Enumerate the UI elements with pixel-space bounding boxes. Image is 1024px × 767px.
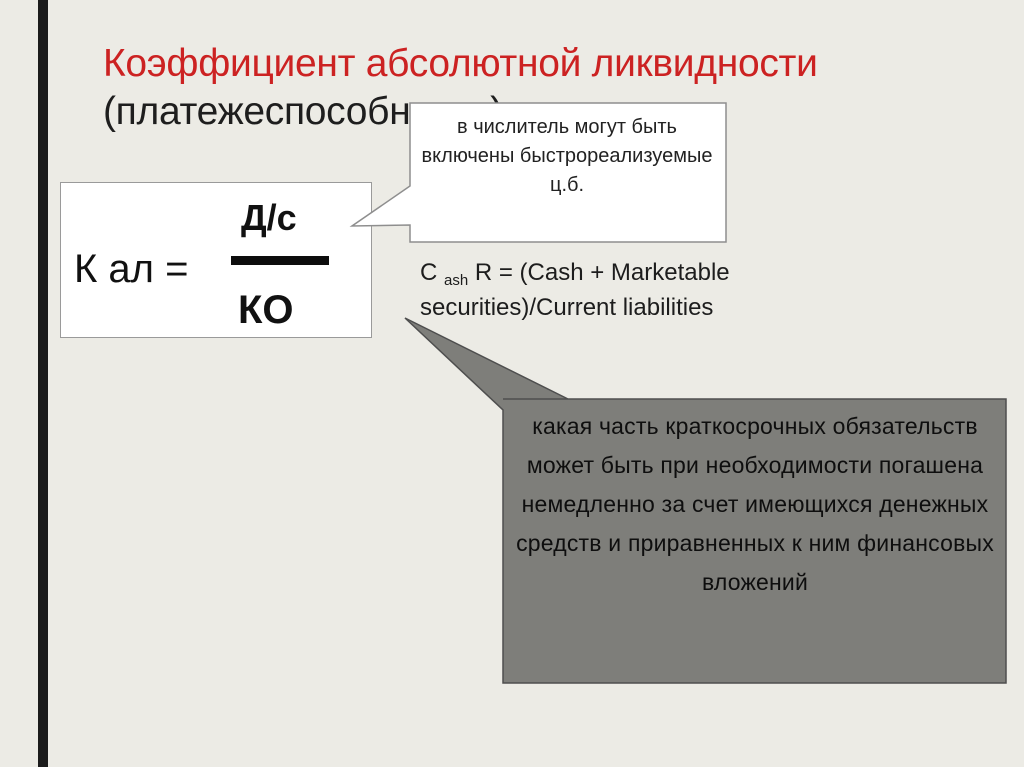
fraction-bar bbox=[231, 256, 329, 265]
english-formula-prefix: C bbox=[420, 259, 438, 286]
formula-numerator: Д/с bbox=[241, 197, 297, 238]
formula-lhs: К ал = bbox=[74, 247, 189, 291]
english-formula: C ash R = (Cash + Marketable securities)… bbox=[420, 257, 840, 324]
left-accent-bar bbox=[38, 0, 48, 767]
note-callout-text: в числитель могут быть включены быстроре… bbox=[421, 116, 713, 196]
formula-box: К ал = Д/с КО bbox=[60, 182, 372, 338]
english-formula-subscript: ash bbox=[444, 272, 469, 289]
title-line-1: Коэффициент абсолютной ликвидности bbox=[103, 42, 818, 85]
formula-denominator: КО bbox=[238, 288, 294, 332]
definition-callout-text: какая часть краткосрочных обязательств м… bbox=[516, 413, 994, 595]
definition-callout-shape bbox=[404, 317, 1007, 684]
english-formula-rest: R = (Cash + Marketable securities)/Curre… bbox=[420, 259, 730, 321]
note-callout-shape bbox=[349, 102, 727, 243]
